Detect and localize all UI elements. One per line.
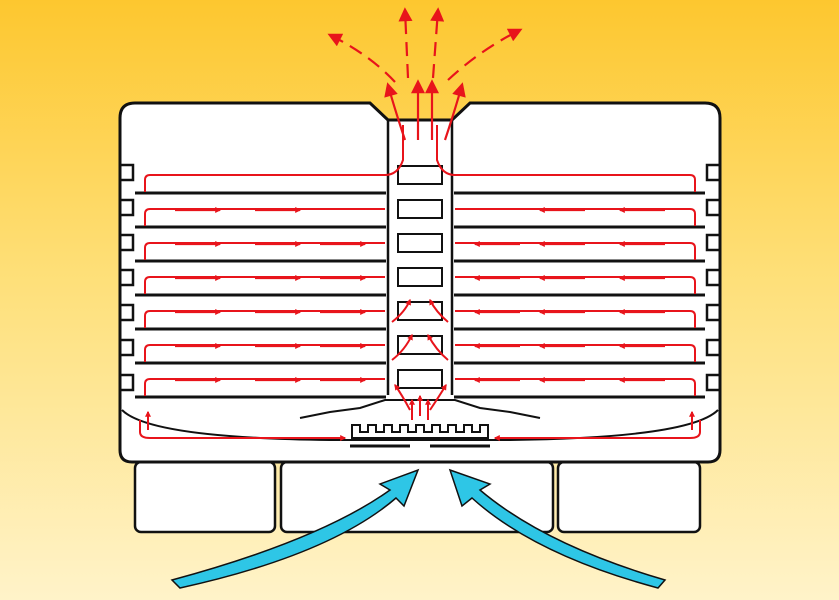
impeller-teeth	[351, 424, 489, 439]
left-plates	[135, 191, 386, 399]
left-flow-arrows	[175, 207, 367, 383]
base-block-left	[133, 460, 277, 534]
chimney-spacers	[397, 165, 443, 389]
impeller	[350, 424, 490, 448]
right-plates	[454, 191, 705, 399]
left-wall-notches	[120, 163, 135, 392]
base-block-right	[556, 460, 702, 534]
right-wall-notches	[705, 163, 720, 392]
right-fin-stack	[454, 163, 720, 399]
chimney-up-flow	[384, 125, 456, 420]
right-return-loops	[455, 174, 696, 396]
right-flow-arrows	[473, 207, 665, 383]
intake-arrow-right	[448, 468, 667, 589]
exhaust-arrows	[327, 7, 523, 141]
hot-air-flow	[139, 7, 701, 441]
bottom-channel-flow	[139, 410, 701, 441]
cool-air-intake	[170, 468, 667, 589]
left-fin-stack	[120, 163, 386, 399]
left-return-loops	[144, 174, 385, 396]
housing-floor	[121, 409, 719, 441]
intake-arrow-left	[170, 468, 420, 589]
